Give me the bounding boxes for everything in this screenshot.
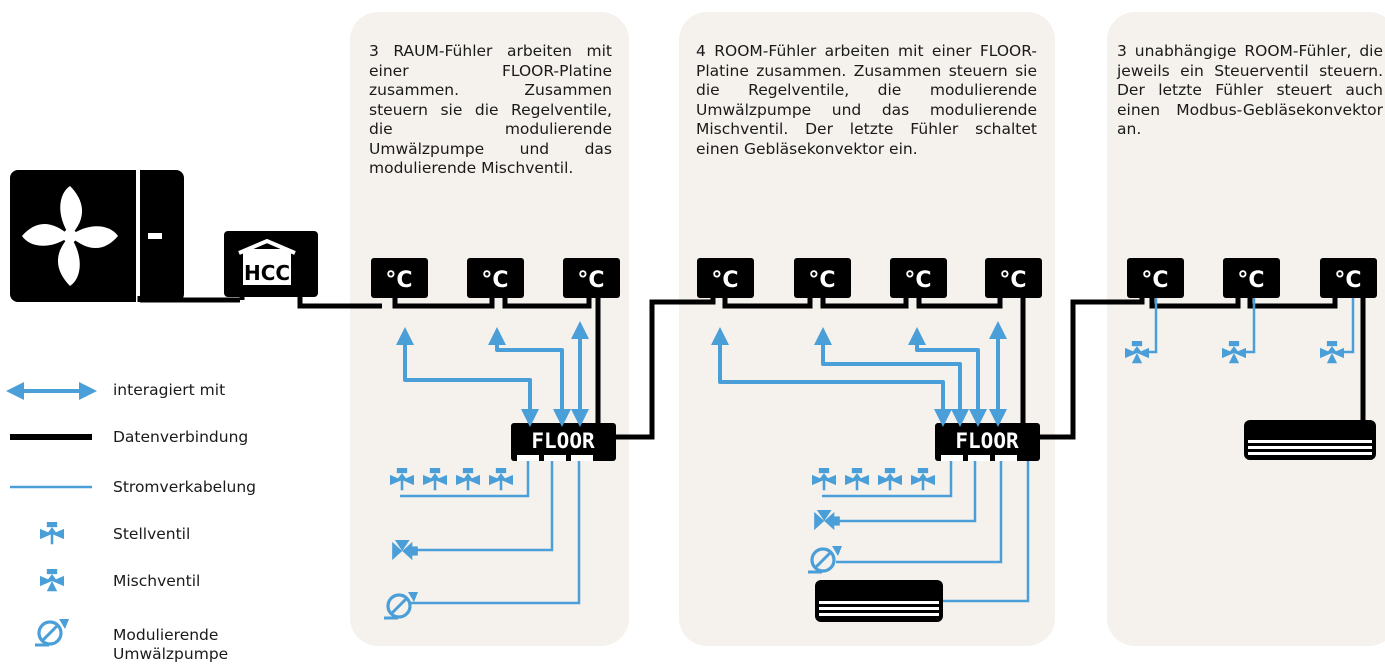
room-sensor: °C: [563, 258, 620, 298]
floor-board-1: FLOOR: [511, 423, 616, 461]
sensor-label: °C: [481, 268, 508, 293]
panel-3-description: 3 unabhängige ROOM-Fühler, die jeweils e…: [1117, 42, 1383, 138]
legend: [6, 382, 97, 647]
fan-convector: [1244, 420, 1376, 460]
floor-label: FLOOR: [531, 429, 595, 453]
sensor-label: °C: [904, 268, 931, 293]
control-valve-icon: [911, 468, 935, 491]
legend-data-label: Datenverbindung: [113, 428, 249, 446]
mixing-valve-icon: [392, 540, 418, 561]
floor-label: FLOOR: [955, 429, 1019, 453]
pump-icon: [808, 546, 842, 574]
room-sensor: °C: [985, 258, 1042, 298]
legend-control-valve-label: Stellventil: [113, 525, 191, 543]
room-sensor: °C: [467, 258, 524, 298]
control-valve-icon: [878, 468, 902, 491]
mixing-valve-icon: [1320, 341, 1344, 364]
sensor-label: °C: [999, 268, 1026, 293]
room-sensor: °C: [1127, 258, 1184, 298]
control-valve-icon: [812, 468, 836, 491]
pump-icon: [384, 592, 418, 620]
legend-pump-line-1: Modulierende: [113, 626, 219, 644]
mixing-valve-icon: [1222, 341, 1246, 364]
legend-power-label: Stromverkabelung: [113, 478, 256, 496]
floor-board-2: FLOOR: [935, 423, 1040, 461]
heat-pump-unit: [10, 170, 184, 302]
control-valve-icon: [845, 468, 869, 491]
panel-1-description: 3 RAUM-Fühler arbeiten mit einer FLOOR-P…: [369, 42, 612, 177]
sensor-label: °C: [577, 268, 604, 293]
power-wiring: [400, 298, 1355, 605]
legend-mixing-valve-label: Mischventil: [113, 572, 201, 590]
mixing-valve-icon: [1125, 341, 1149, 364]
hcc-label: HCC: [244, 261, 290, 285]
control-valve-icon: [390, 468, 414, 491]
control-valve-icon: [456, 468, 480, 491]
fan-icon: [22, 186, 118, 286]
fan-convector: [815, 580, 943, 622]
control-valve-icon: [423, 468, 447, 491]
legend-interacts-label: interagiert mit: [113, 381, 226, 399]
panel-3: [1107, 12, 1385, 646]
sensor-group: °C °C °C °C °C °C °C °C °C °C: [371, 258, 1377, 298]
room-sensor: °C: [371, 258, 428, 298]
panel-2-description: 4 ROOM-Fühler arbeiten mit einer FLOOR-P…: [696, 42, 1037, 158]
sensor-label: °C: [1141, 268, 1168, 293]
sensor-label: °C: [1334, 268, 1361, 293]
room-sensor: °C: [1223, 258, 1280, 298]
pump-icon: [35, 619, 69, 647]
room-sensor: °C: [697, 258, 754, 298]
room-sensor: °C: [890, 258, 947, 298]
data-connections: [137, 295, 1366, 440]
sensor-label: °C: [711, 268, 738, 293]
hcc-controller: HCC: [224, 231, 318, 297]
control-valve-icon: [40, 522, 64, 545]
sensor-label: °C: [808, 268, 835, 293]
interaction-arrows: [396, 321, 1007, 427]
legend-pump-label: Modulierende Umwälzpumpe: [113, 626, 263, 664]
sensor-label: °C: [385, 268, 412, 293]
room-sensor: °C: [1320, 258, 1377, 298]
mixing-valve-icon: [40, 569, 64, 592]
mixing-valve-icon: [814, 510, 840, 531]
legend-pump-line-2: Umwälzpumpe: [113, 645, 229, 663]
control-valve-icon: [489, 468, 513, 491]
room-sensor: °C: [794, 258, 851, 298]
sensor-label: °C: [1237, 268, 1264, 293]
